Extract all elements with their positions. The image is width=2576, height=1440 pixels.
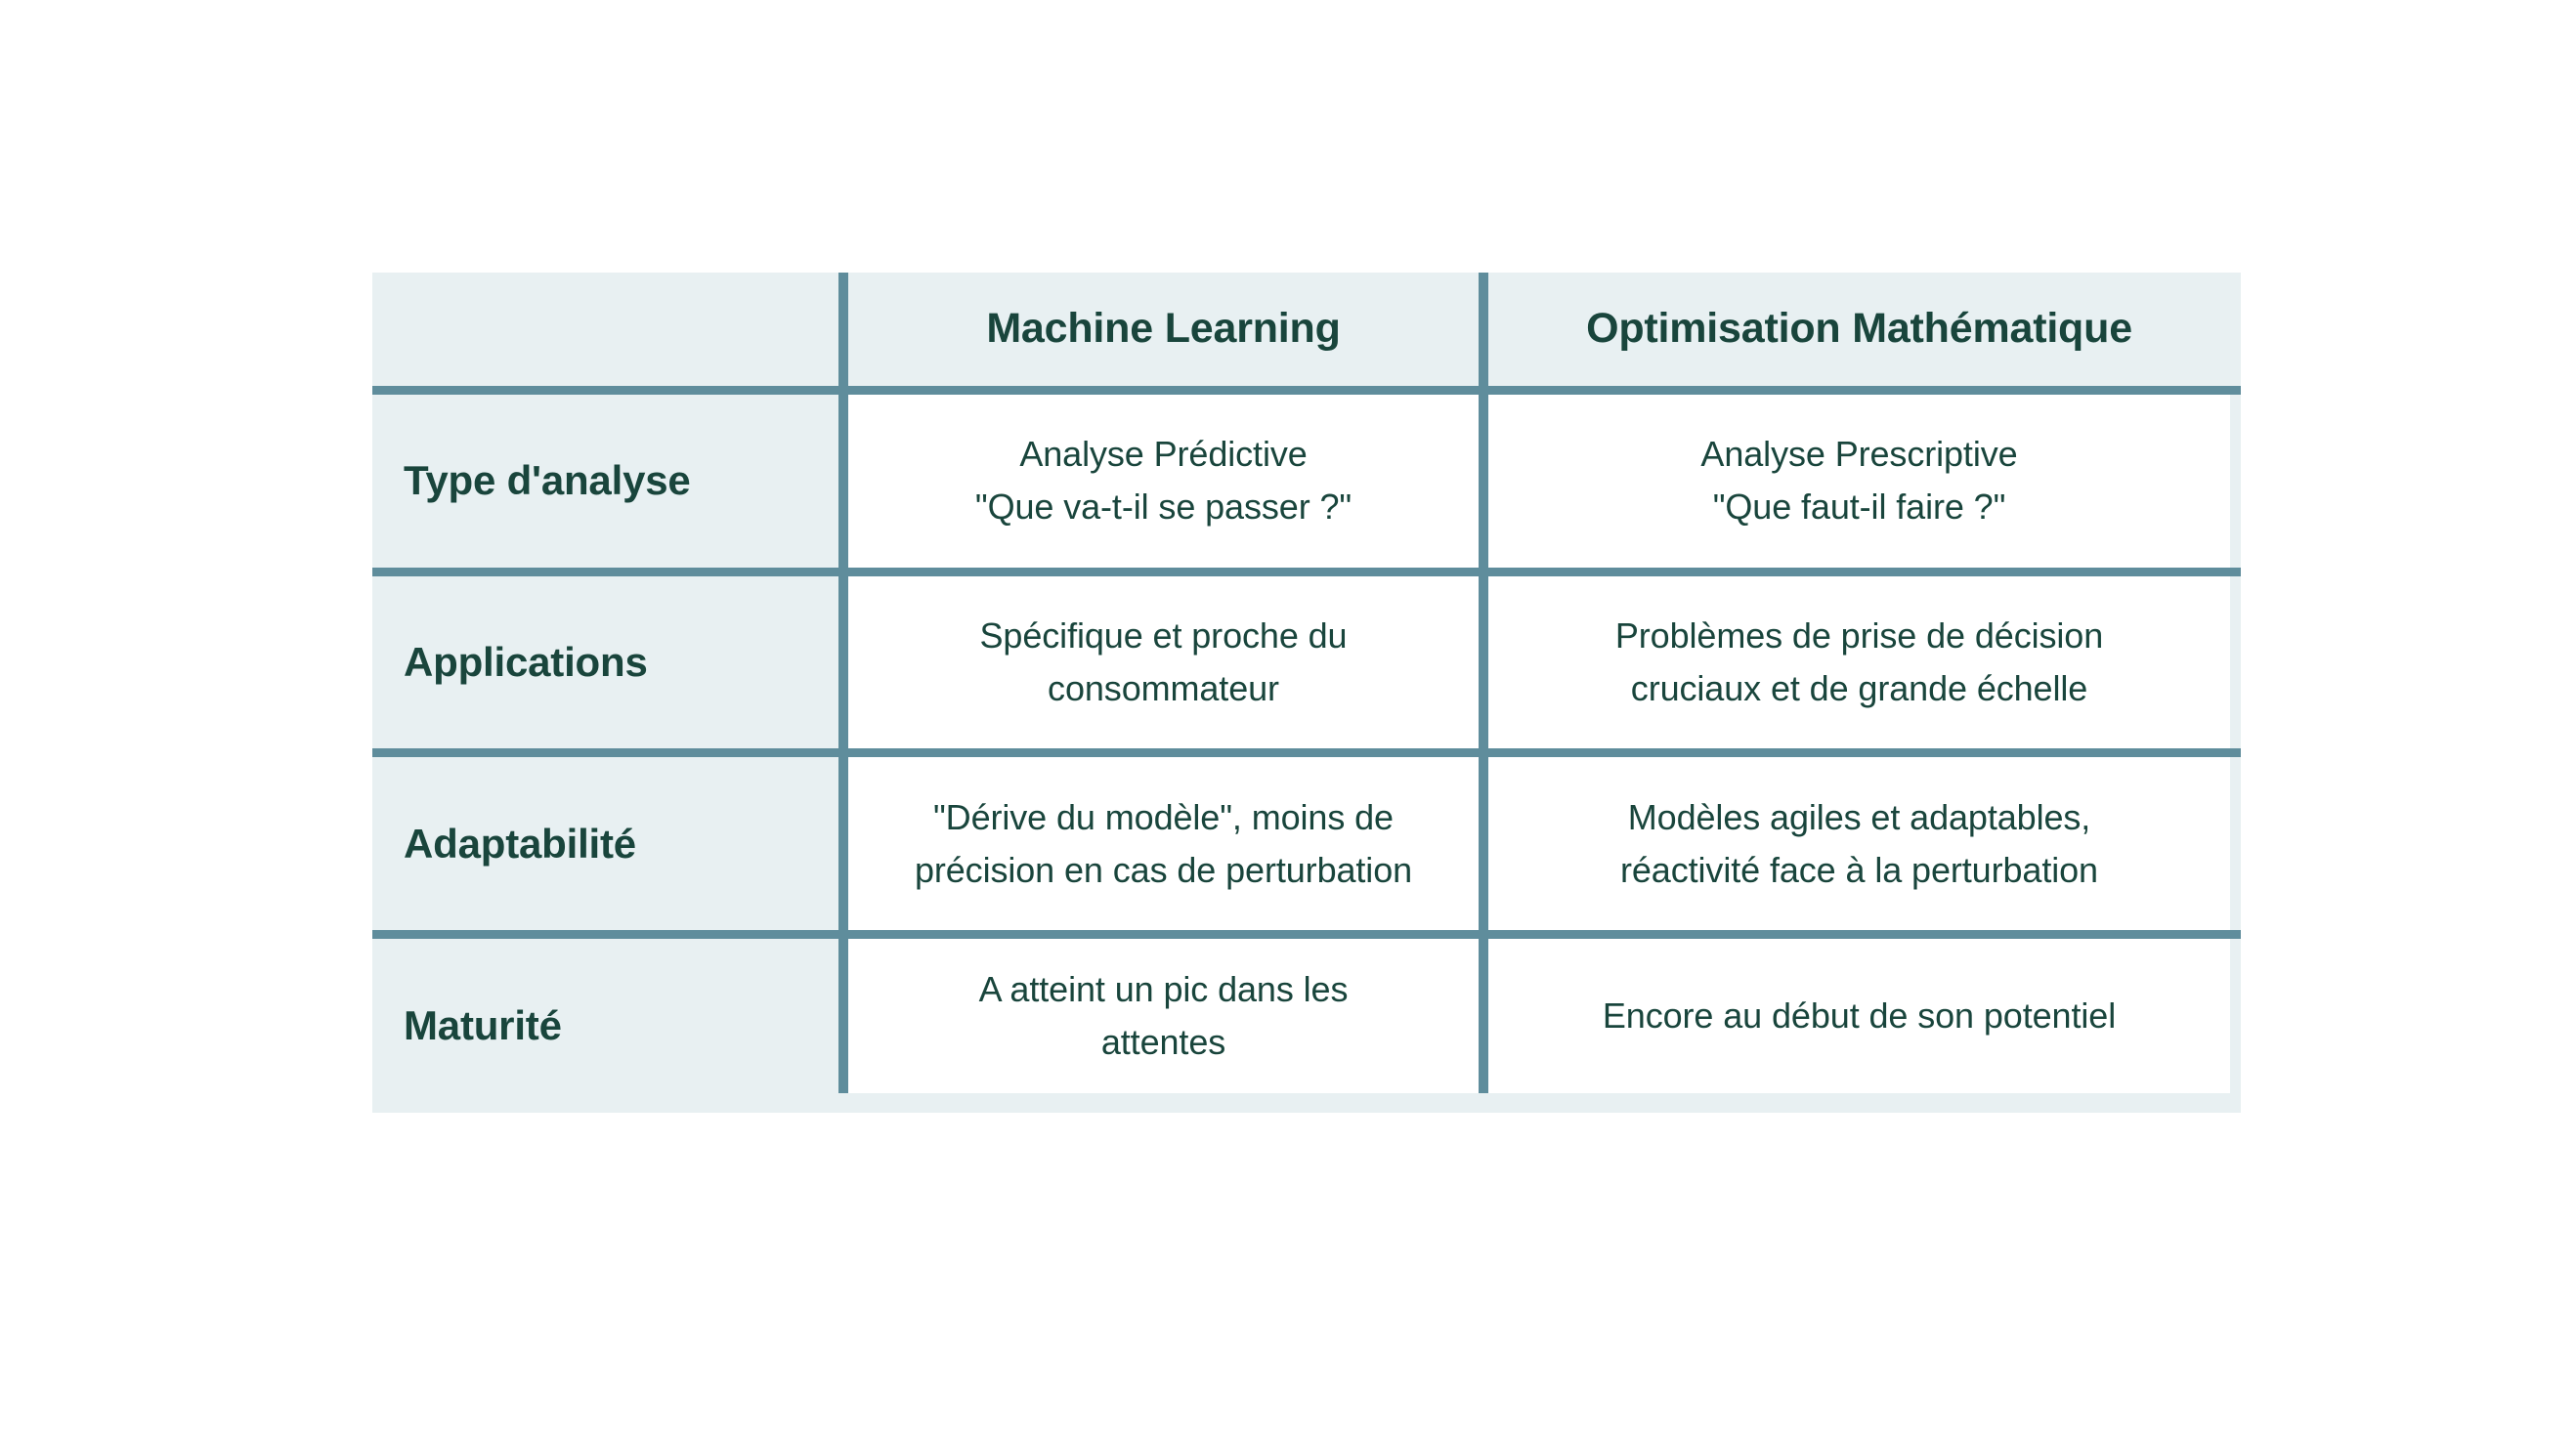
table-row: Maturité A atteint un pic dans les atten… bbox=[372, 939, 2241, 1114]
row-label: Type d'analyse bbox=[404, 457, 691, 504]
vertical-divider-1 bbox=[838, 395, 848, 568]
cell-line-2: attentes bbox=[1100, 1022, 1226, 1063]
vertical-divider-2 bbox=[1479, 273, 1488, 387]
row-separator-3 bbox=[372, 930, 2241, 940]
cell-line-2: consommateur bbox=[1048, 668, 1279, 709]
table-row: Applications Spécifique et proche du con… bbox=[372, 575, 2241, 749]
row-label-cell: Adaptabilité bbox=[372, 757, 838, 931]
cell-machine-learning: Spécifique et proche du consommateur bbox=[848, 575, 1479, 749]
table-row: Adaptabilité "Dérive du modèle", moins d… bbox=[372, 757, 2241, 931]
row-label: Applications bbox=[404, 638, 648, 685]
header-label-machine-learning: Machine Learning bbox=[986, 305, 1341, 353]
vertical-divider-1 bbox=[838, 575, 848, 749]
vertical-divider-1 bbox=[838, 939, 848, 1094]
cell-line-2: "Que faut-il faire ?" bbox=[1712, 487, 2006, 528]
row-separator-header bbox=[372, 386, 2241, 396]
row-label-cell: Applications bbox=[372, 575, 838, 749]
header-cell-optimisation: Optimisation Mathématique bbox=[1488, 273, 2230, 387]
row-label: Adaptabilité bbox=[404, 820, 636, 867]
cell-optimisation: Analyse Prescriptive "Que faut-il faire … bbox=[1488, 395, 2230, 568]
cell-line-2: réactivité face à la perturbation bbox=[1620, 849, 2098, 890]
cell-text: Spécifique et proche du consommateur bbox=[980, 610, 1348, 715]
cell-text: A atteint un pic dans les attentes bbox=[979, 963, 1349, 1069]
comparison-table: Machine Learning Optimisation Mathématiq… bbox=[372, 273, 2241, 1114]
row-label-cell: Type d'analyse bbox=[372, 395, 838, 568]
table-header-row: Machine Learning Optimisation Mathématiq… bbox=[372, 273, 2241, 387]
vertical-divider-1 bbox=[838, 757, 848, 931]
cell-text: Modèles agiles et adaptables, réactivité… bbox=[1620, 791, 2098, 897]
vertical-divider-2 bbox=[1479, 939, 1488, 1094]
cell-line-1: Encore au début de son potentiel bbox=[1602, 995, 2117, 1037]
cell-optimisation: Encore au début de son potentiel bbox=[1488, 939, 2230, 1094]
cell-text: Problèmes de prise de décision cruciaux … bbox=[1615, 610, 2103, 715]
cell-optimisation: Modèles agiles et adaptables, réactivité… bbox=[1488, 757, 2230, 931]
cell-line-1: Problèmes de prise de décision bbox=[1614, 615, 2104, 656]
header-cell-machine-learning: Machine Learning bbox=[848, 273, 1479, 387]
cell-optimisation: Problèmes de prise de décision cruciaux … bbox=[1488, 575, 2230, 749]
vertical-divider-2 bbox=[1479, 575, 1488, 749]
header-cell-criterion bbox=[372, 273, 838, 387]
cell-line-2: cruciaux et de grande échelle bbox=[1630, 668, 2088, 709]
row-label-cell: Maturité bbox=[372, 939, 838, 1114]
cell-line-1: Spécifique et proche du bbox=[979, 615, 1348, 656]
cell-line-1: Analyse Prescriptive bbox=[1700, 434, 2018, 475]
cell-text: Encore au début de son potentiel bbox=[1603, 990, 2116, 1042]
cell-machine-learning: A atteint un pic dans les attentes bbox=[848, 939, 1479, 1094]
cell-machine-learning: Analyse Prédictive "Que va-t-il se passe… bbox=[848, 395, 1479, 568]
row-separator-1 bbox=[372, 567, 2241, 576]
cell-line-2: précision en cas de perturbation bbox=[914, 849, 1413, 890]
vertical-divider-2 bbox=[1479, 395, 1488, 568]
vertical-divider-1 bbox=[838, 273, 848, 387]
cell-line-1: Modèles agiles et adaptables, bbox=[1627, 796, 2091, 837]
cell-line-1: Analyse Prédictive bbox=[1019, 434, 1308, 475]
cell-line-1: A atteint un pic dans les bbox=[978, 969, 1349, 1010]
vertical-divider-2 bbox=[1479, 757, 1488, 931]
cell-line-1: "Dérive du modèle", moins de bbox=[933, 796, 1394, 837]
cell-line-2: "Que va-t-il se passer ?" bbox=[974, 487, 1352, 528]
table-row: Type d'analyse Analyse Prédictive "Que v… bbox=[372, 395, 2241, 568]
cell-machine-learning: "Dérive du modèle", moins de précision e… bbox=[848, 757, 1479, 931]
cell-text: "Dérive du modèle", moins de précision e… bbox=[915, 791, 1412, 897]
header-label-optimisation: Optimisation Mathématique bbox=[1586, 305, 2132, 353]
row-label: Maturité bbox=[404, 1001, 562, 1048]
cell-text: Analyse Prédictive "Que va-t-il se passe… bbox=[975, 428, 1352, 533]
cell-text: Analyse Prescriptive "Que faut-il faire … bbox=[1700, 428, 2017, 533]
row-separator-2 bbox=[372, 748, 2241, 758]
